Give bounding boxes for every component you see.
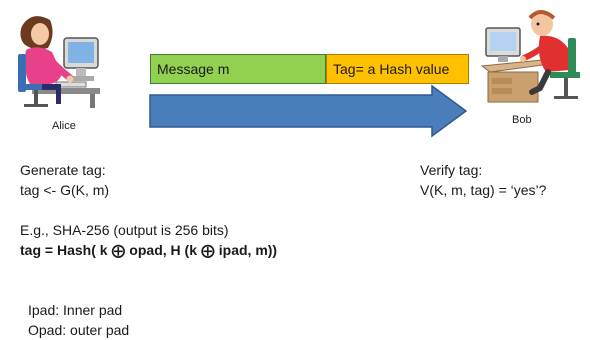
verify-formula: V(K, m, tag) = ‘yes’?: [420, 182, 547, 198]
bob-figure: [480, 8, 588, 106]
generate-formula: tag <- G(K, m): [20, 182, 110, 198]
alice-at-computer-icon: [18, 16, 100, 108]
verify-title: Verify tag:: [420, 162, 483, 178]
arrow-shape: [149, 84, 468, 138]
bob-label: Bob: [512, 114, 532, 126]
generate-title: Generate tag:: [20, 162, 106, 178]
ipad-note: Ipad: Inner pad: [28, 302, 123, 318]
tag-label: Tag= a Hash value: [333, 61, 450, 77]
message-label: Message m: [157, 61, 230, 77]
example-line1: E.g., SHA-256 (output is 256 bits): [20, 222, 229, 238]
tag-box: Tag= a Hash value: [326, 54, 469, 84]
transmission-arrow: [149, 84, 468, 138]
bob-at-computer-icon: [480, 10, 580, 103]
alice-figure: [12, 10, 102, 110]
message-box: Message m: [150, 54, 326, 84]
hmac-formula: tag = Hash( k ⨁ opad, H (k ⨁ ipad, m)): [20, 242, 278, 258]
opad-note: Opad: outer pad: [28, 322, 130, 338]
alice-label: Alice: [52, 120, 76, 132]
